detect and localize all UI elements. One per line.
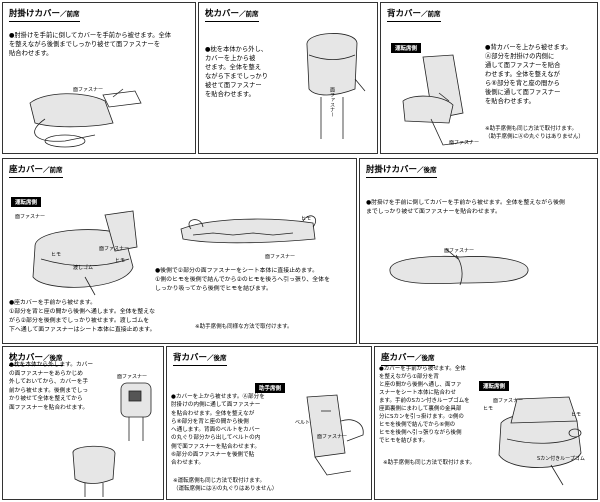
section-title: 枕カバー／後席 — [9, 351, 63, 366]
instruction-text: ●枕を本体から外し、 カバーを上から被 せます。全体を整え ながら下までしっかり… — [205, 46, 268, 98]
panel-headrest-front: 枕カバー／前席 ●枕を本体から外し、 カバーを上から被 せます。全体を整え なが… — [198, 2, 378, 154]
seat-side-tag: 運転席側 — [391, 43, 422, 53]
seat-rear-view-illustration — [180, 215, 317, 244]
belt-label: ベルト — [295, 420, 311, 426]
seat-rear-illustration — [498, 396, 582, 486]
instruction-text: ●肘掛けを手前に倒してカバーを手前から被せます。全体 を整えながら後側までしっか… — [9, 32, 172, 57]
fastener-label: 面ファスナー — [15, 214, 46, 220]
string-label-2: ヒモ — [571, 412, 582, 418]
instruction-text-bottom: ●座カバーを手前から被せます。 ①部分を背と座の間から後側へ通します。全体を整え… — [9, 300, 156, 333]
panel-seat-rear: 座カバー／後席 運転席側 ●カバーを手前から被せます。全体 を整えながら①部分を… — [374, 346, 598, 500]
note-text: ※助手席側も同じ方法で取付けます。 （助手席側にⒶの丸ぐりはありません） — [485, 126, 584, 140]
section-title: 肘掛けカバー／後席 — [366, 163, 437, 178]
seat-side-tag: 助手席側 — [255, 383, 286, 393]
seat-front-illustration — [32, 210, 138, 296]
note-text: ※運転席側も同じ方法で取付けます。 （運転席側にはⒶの丸ぐりはありません） — [173, 478, 278, 492]
fastener-label-2: 面ファスナー — [99, 246, 130, 252]
headrest-rear-front-illustration — [72, 445, 116, 497]
instruction-text-right: ●後側で②部分の面ファスナーをシート本体に直接止めます。 ①側のヒモを後側で結ん… — [155, 268, 330, 292]
headrest-illustration — [306, 33, 366, 139]
string-label: ヒモ — [51, 252, 62, 258]
instruction-text: ●枕を本体から外します。カバー の面ファスナーをあらかじめ 外しておいてから、カ… — [9, 362, 94, 411]
section-title: 肘掛けカバー／前席 — [9, 7, 80, 22]
panel-armrest-rear: 肘掛けカバー／後席 ●肘掛けを手前に倒してカバーを手前から被せます。全体を整えな… — [359, 158, 598, 344]
backrest-illustration — [402, 54, 474, 146]
seat-side-tag: 運転席側 — [11, 197, 42, 207]
fastener-label: 面ファスナー — [449, 140, 480, 146]
string-label-3: ヒモ — [301, 216, 312, 222]
fastener-label-3: 面ファスナー — [265, 254, 296, 260]
panel-armrest-front: 肘掛けカバー／前席 ●肘掛けを手前に倒してカバーを手前から被せます。全体 を整え… — [2, 2, 196, 154]
fastener-label: 面ファスナー — [493, 398, 524, 404]
section-title: 座カバー／前席 — [9, 163, 63, 178]
seat-side-tag: 運転席側 — [479, 381, 510, 391]
section-title: 枕カバー／前席 — [205, 7, 259, 22]
bridge-rubber-label: 渡しゴム — [73, 265, 94, 271]
fastener-label: 面ファスナー — [444, 248, 475, 254]
fastener-label: 面ファスナー — [117, 374, 148, 380]
string-label: ヒモ — [483, 406, 494, 412]
armrest-illustration — [29, 88, 142, 148]
loop-rubber-label: Sカン付きループゴム — [537, 456, 585, 462]
section-title: 座カバー／後席 — [381, 351, 435, 366]
instruction-text: ●カバーを手前から被せます。全体 を整えながら①部分を背 と座の間から後側へ通し… — [379, 366, 470, 444]
string-label-2: ヒモ — [115, 258, 126, 264]
fastener-label: 面ファスナー — [329, 87, 335, 117]
fastener-label: 面ファスナー — [317, 434, 348, 440]
instruction-text: ●肘掛けを手前に倒してカバーを手前から被せます。全体を整えながら後側 までしっか… — [366, 200, 565, 215]
section-title: 背カバー／前席 — [387, 7, 441, 22]
panel-backrest-front: 背カバー／前席 運転席側 ●背カバーを上から被せます。 Ⓐ部分を肘掛けの内側に … — [380, 2, 598, 154]
armrest-rear-illustration — [389, 249, 529, 286]
fastener-label: 面ファスナー — [73, 87, 104, 93]
instruction-text: ●背カバーを上から被せます。 Ⓐ部分を肘掛けの内側に 通して面ファスナーを貼合 … — [485, 44, 572, 105]
backrest-rear-illustration — [306, 394, 364, 476]
headrest-rear-back-illustration — [120, 382, 152, 441]
note-text: ※助手席側も同じ方法で取付けます。 — [383, 460, 476, 466]
panel-headrest-rear: 枕カバー／後席 ●枕を本体から外します。カバー の面ファスナーをあらかじめ 外し… — [2, 346, 164, 500]
section-title: 背カバー／後席 — [173, 351, 227, 366]
panel-seat-front: 座カバー／前席 運転席側 面ファスナー ヒモ 面ファスナー ヒモ 面ファスナー … — [2, 158, 357, 344]
instruction-text: ●カバーを上から被せます。Ⓐ部分を 肘掛けの内側に通して面ファスナー を貼合わせ… — [171, 394, 265, 467]
panel-backrest-rear: 背カバー／後席 助手席側 ●カバーを上から被せます。Ⓐ部分を 肘掛けの内側に通し… — [166, 346, 372, 500]
note-text: ※助手席側も同様な方法で取付けます。 — [195, 324, 293, 330]
